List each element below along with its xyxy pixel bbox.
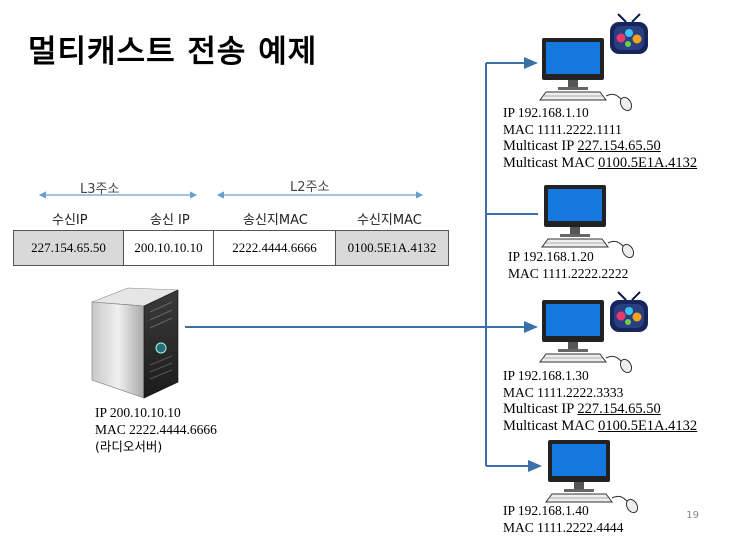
link-lines [185,57,542,472]
host-3-mac: MAC 1111.2222.3333 [503,385,624,400]
host-1-mcast-ip-label: Multicast IP [503,138,578,154]
packet-cell-dest-mac: 0100.5E1A.4132 [336,231,448,265]
host-1-mcast-ip: 227.154.65.50 [577,138,661,154]
host-4-mac: MAC 1111.2222.4444 [503,520,624,535]
header-dest-ip: 수신IP [52,213,88,228]
server-mac: MAC 2222.4444.6666 [95,422,217,437]
host-2-ip: IP 192.168.1.20 [508,249,594,264]
host-3-mcast-mac-label: Multicast MAC [503,418,599,434]
tv-icon-1 [609,13,649,55]
server-ip: IP 200.10.10.10 [95,405,181,420]
host-1-mcast-mac: 0100.5E1A.4132 [598,155,698,171]
host-2-mac: MAC 1111.2222.2222 [508,266,629,281]
page-title: 멀티캐스트 전송 예제 [28,34,318,70]
host-3-mcast-ip-label: Multicast IP [503,401,578,417]
host-4-ip: IP 192.168.1.40 [503,503,589,518]
host-1-info: IP 192.168.1.10 MAC 1111.2222.1111 Multi… [503,104,697,172]
packet-frame: 227.154.65.50 200.10.10.10 2222.4444.666… [13,230,449,266]
header-dest-mac: 수신지MAC [357,213,422,228]
packet-cell-src-ip: 200.10.10.10 [124,231,214,265]
l2-address-label: L2주소 [290,180,330,195]
host-1-ip: IP 192.168.1.10 [503,105,589,120]
header-src-ip: 송신 IP [150,213,190,228]
l3-address-label: L3주소 [80,182,120,197]
host-1-mac: MAC 1111.2222.1111 [503,122,622,137]
host-4-info: IP 192.168.1.40 MAC 1111.2222.4444 [503,502,623,536]
header-src-mac: 송신지MAC [243,213,308,228]
packet-cell-src-mac: 2222.4444.6666 [214,231,336,265]
packet-cell-dest-ip: 227.154.65.50 [14,231,124,265]
host-2-info: IP 192.168.1.20 MAC 1111.2222.2222 [508,248,628,282]
page-number: 19 [686,510,699,521]
server-role: (라디오서버) [95,439,163,454]
tv-icon-3 [609,291,649,333]
server-icon [91,287,179,399]
host-1-mcast-mac-label: Multicast MAC [503,155,599,171]
host-3-ip: IP 192.168.1.30 [503,368,589,383]
host-3-mcast-ip: 227.154.65.50 [577,401,661,417]
host-3-info: IP 192.168.1.30 MAC 1111.2222.3333 Multi… [503,367,697,435]
host-3-mcast-mac: 0100.5E1A.4132 [598,418,698,434]
server-info: IP 200.10.10.10 MAC 2222.4444.6666 (라디오서… [95,404,217,455]
